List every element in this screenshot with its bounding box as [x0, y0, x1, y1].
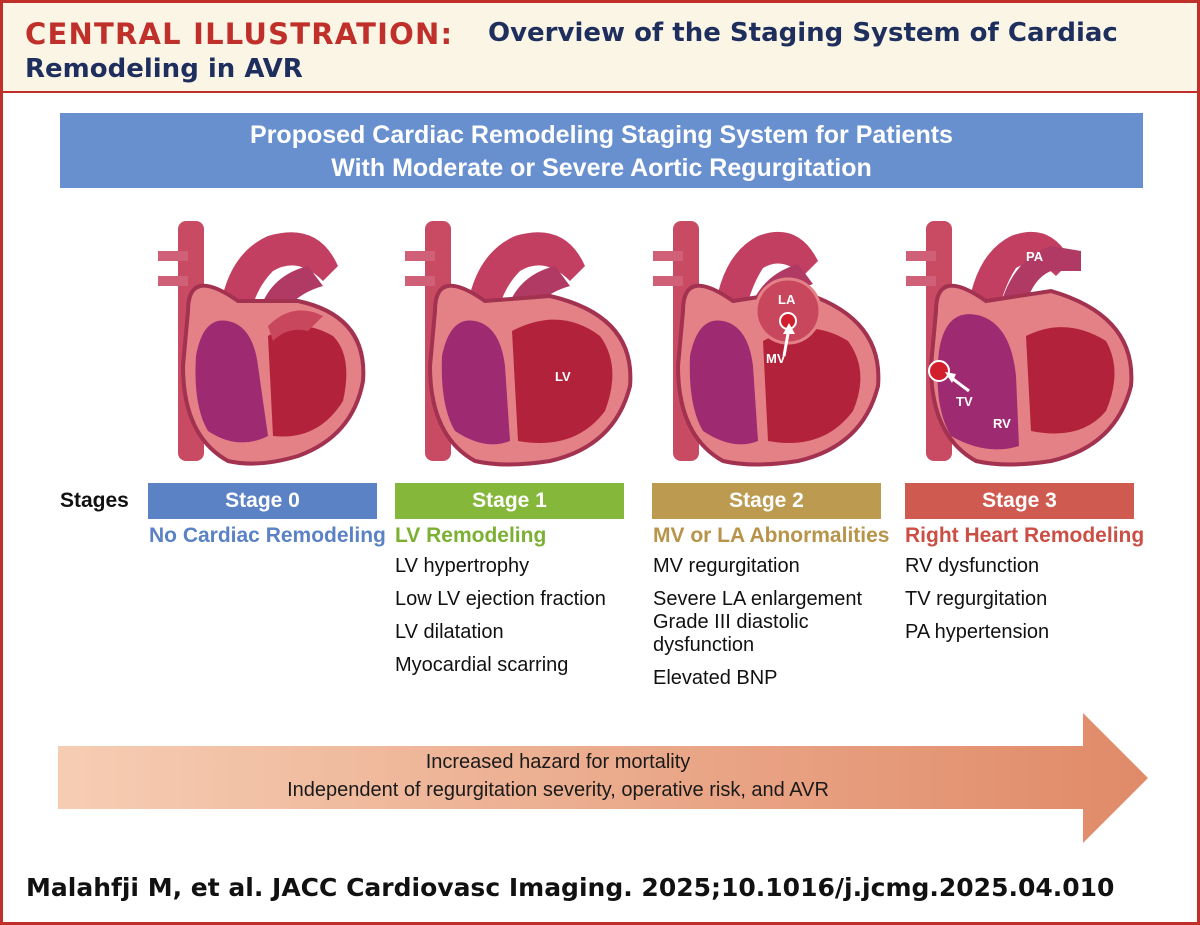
list-item: LV dilatation — [395, 621, 504, 643]
heart-stage-2-illustration: LA MV — [653, 221, 881, 467]
stage-1-box: Stage 1 — [395, 483, 624, 519]
heart-2-label-la: LA — [778, 292, 796, 307]
list-item: LV hypertrophy — [395, 555, 530, 577]
heart-3-label-pa: PA — [1026, 249, 1044, 264]
arrow-text: Increased hazard for mortality Independe… — [58, 748, 1058, 804]
list-item: RV dysfunction — [905, 555, 1040, 577]
arrow-line2: Independent of regurgitation severity, o… — [287, 779, 829, 801]
stage-0-box: Stage 0 — [148, 483, 377, 519]
title-text: Overview of the Staging System of Cardia… — [488, 18, 1118, 48]
heart-3-label-rv: RV — [993, 416, 1011, 431]
title-text-line2: Remodeling in AVR — [25, 54, 303, 84]
heart-1-label-lv: LV — [555, 369, 571, 384]
list-item: Elevated BNP — [653, 667, 778, 689]
title-bar: CENTRAL ILLUSTRATION: Overview of the St… — [3, 3, 1197, 93]
list-item: MV regurgitation — [653, 555, 800, 577]
list-item: Myocardial scarring — [395, 654, 569, 676]
heart-3-label-tv: TV — [956, 394, 973, 409]
list-item: TV regurgitation — [905, 588, 1048, 610]
title-prefix: CENTRAL ILLUSTRATION: — [25, 17, 454, 51]
mortality-hazard-arrow — [58, 713, 1148, 843]
banner-line2: With Moderate or Severe Aortic Regurgita… — [331, 154, 872, 182]
stage-3-items: RV dysfunction TV regurgitation PA hyper… — [905, 555, 1049, 654]
stage-2-box: Stage 2 — [652, 483, 881, 519]
stage-1-heading: LV Remodeling — [395, 524, 547, 547]
arrow-line1: Increased hazard for mortality — [425, 751, 691, 773]
heart-2-label-mv: MV — [766, 351, 786, 366]
stage-1-items: LV hypertrophy Low LV ejection fraction … — [395, 555, 606, 687]
stage-0-heading: No Cardiac Remodeling — [149, 524, 386, 547]
list-item: PA hypertension — [905, 621, 1050, 643]
list-item: Low LV ejection fraction — [395, 588, 606, 610]
stage-2-heading: MV or LA Abnormalities — [653, 524, 890, 547]
stages-label: Stages — [60, 489, 129, 512]
citation: Malahfji M, et al. JACC Cardiovasc Imagi… — [26, 873, 1115, 902]
heart-stage-1-illustration: LV — [405, 221, 633, 467]
list-item: Severe LA enlargement — [653, 588, 863, 610]
heart-stage-3-illustration: PA TV RV — [906, 221, 1134, 467]
stage-3-box: Stage 3 — [905, 483, 1134, 519]
banner: Proposed Cardiac Remodeling Staging Syst… — [60, 113, 1143, 188]
stage-3-heading: Right Heart Remodeling — [905, 524, 1145, 547]
stage-2-items: MV regurgitation Severe LA enlargement G… — [653, 555, 891, 700]
banner-line1: Proposed Cardiac Remodeling Staging Syst… — [250, 121, 953, 149]
list-item: Grade III diastolic dysfunction — [653, 611, 809, 656]
heart-stage-0-illustration — [158, 221, 366, 466]
